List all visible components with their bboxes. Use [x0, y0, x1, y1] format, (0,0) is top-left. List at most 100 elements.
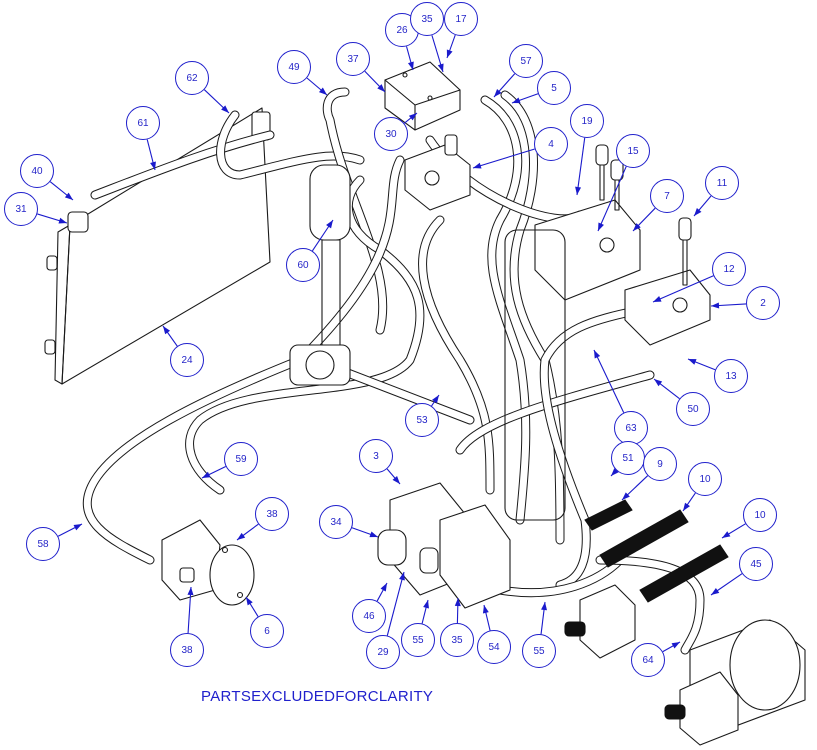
arrowhead-c63	[594, 350, 601, 359]
arrowhead-c13	[688, 359, 697, 365]
arrowhead-c35a	[437, 63, 444, 72]
arrowhead-c9	[622, 492, 630, 500]
arrowhead-c4	[473, 162, 482, 169]
callout-10[interactable]: 10	[743, 498, 777, 532]
arrowhead-c35b	[454, 598, 461, 607]
arrowhead-c31	[58, 217, 67, 224]
callout-9[interactable]: 9	[643, 447, 677, 481]
callout-62[interactable]: 62	[175, 61, 209, 95]
callout-61[interactable]: 61	[126, 106, 160, 140]
control-valve-stack	[534, 144, 711, 346]
callout-57[interactable]: 57	[509, 44, 543, 78]
arrowhead-c46	[380, 583, 387, 592]
arrowhead-c10a	[683, 502, 691, 511]
arrowhead-c30	[408, 113, 417, 121]
leader-line-c19	[576, 137, 586, 196]
callout-53[interactable]: 53	[405, 403, 439, 437]
callout-2[interactable]: 2	[746, 286, 780, 320]
arrowhead-c24	[163, 326, 171, 335]
callout-29[interactable]: 29	[366, 635, 400, 669]
arrowhead-c40	[64, 192, 73, 200]
callout-59[interactable]: 59	[224, 442, 258, 476]
arrowhead-c17	[446, 49, 453, 58]
callout-45[interactable]: 45	[739, 547, 773, 581]
leader-line-c4	[472, 148, 535, 169]
arrowhead-c5	[512, 97, 521, 104]
arrowhead-c7	[633, 223, 641, 231]
callout-55[interactable]: 55	[522, 634, 556, 668]
callout-38[interactable]: 38	[170, 633, 204, 667]
arrowhead-c3	[392, 475, 400, 484]
filter-housing	[289, 164, 351, 386]
callout-3[interactable]: 3	[359, 439, 393, 473]
callout-13[interactable]: 13	[714, 359, 748, 393]
callout-17[interactable]: 17	[444, 2, 478, 36]
arrowhead-c62	[221, 105, 229, 113]
callout-10[interactable]: 10	[688, 462, 722, 496]
arrowhead-c15	[598, 222, 604, 231]
arrowhead-c37	[377, 84, 385, 92]
callout-63[interactable]: 63	[614, 411, 648, 445]
callout-51[interactable]: 51	[611, 441, 645, 475]
arrowhead-c55a	[423, 600, 429, 609]
callout-15[interactable]: 15	[616, 134, 650, 168]
arrowhead-c53	[432, 395, 439, 404]
callout-54[interactable]: 54	[477, 630, 511, 664]
callout-55[interactable]: 55	[401, 623, 435, 657]
leader-line-c12	[652, 275, 714, 303]
auxiliary-pump	[161, 519, 255, 606]
arrowhead-c64	[671, 642, 680, 649]
oil-cooler	[44, 107, 271, 385]
arrowhead-c10b	[722, 531, 731, 538]
arrowhead-c58	[73, 524, 82, 531]
callout-12[interactable]: 12	[712, 252, 746, 286]
arrowhead-c29	[399, 572, 405, 581]
leader-line-c63	[593, 349, 625, 413]
callout-24[interactable]: 24	[170, 343, 204, 377]
arrowhead-c61	[150, 161, 156, 170]
arrowhead-c59	[202, 471, 211, 478]
callout-7[interactable]: 7	[650, 179, 684, 213]
callout-46[interactable]: 46	[352, 599, 386, 633]
callout-34[interactable]: 34	[319, 505, 353, 539]
grips	[584, 499, 729, 603]
callout-38[interactable]: 38	[255, 497, 289, 531]
callout-58[interactable]: 58	[26, 527, 60, 561]
callout-35[interactable]: 35	[410, 2, 444, 36]
callout-60[interactable]: 60	[286, 248, 320, 282]
callout-19[interactable]: 19	[570, 104, 604, 138]
arrowhead-c11	[694, 207, 702, 216]
callout-64[interactable]: 64	[631, 643, 665, 677]
callout-5[interactable]: 5	[537, 71, 571, 105]
callout-6[interactable]: 6	[250, 614, 284, 648]
arrowhead-c54	[482, 605, 489, 614]
arrowhead-c50	[654, 379, 663, 387]
callout-37[interactable]: 37	[336, 42, 370, 76]
callout-40[interactable]: 40	[20, 154, 54, 188]
manifold-block	[384, 61, 461, 131]
arrowhead-c51	[611, 468, 619, 476]
arrowhead-c49	[318, 87, 327, 95]
callout-4[interactable]: 4	[534, 127, 568, 161]
arrowhead-c12	[653, 296, 662, 302]
leader-line-c29	[386, 571, 405, 636]
callout-11[interactable]: 11	[705, 166, 739, 200]
arrowhead-c19	[575, 186, 582, 195]
callout-31[interactable]: 31	[4, 192, 38, 226]
arrowhead-c6	[246, 597, 253, 606]
arrowhead-c34	[369, 531, 378, 538]
arrowhead-c2	[711, 302, 720, 309]
arrowhead-c55b	[541, 602, 548, 611]
drive-motor-lower	[664, 619, 806, 746]
reservoir-tank	[504, 229, 566, 521]
leader-line-c15	[597, 166, 627, 232]
callout-35[interactable]: 35	[440, 623, 474, 657]
valve-block	[404, 134, 471, 211]
callout-30[interactable]: 30	[374, 117, 408, 151]
drive-motor-upper	[564, 584, 636, 659]
callout-50[interactable]: 50	[676, 392, 710, 426]
arrowhead-c38b	[187, 587, 194, 596]
arrowhead-c38a	[237, 532, 246, 540]
callout-49[interactable]: 49	[277, 50, 311, 84]
